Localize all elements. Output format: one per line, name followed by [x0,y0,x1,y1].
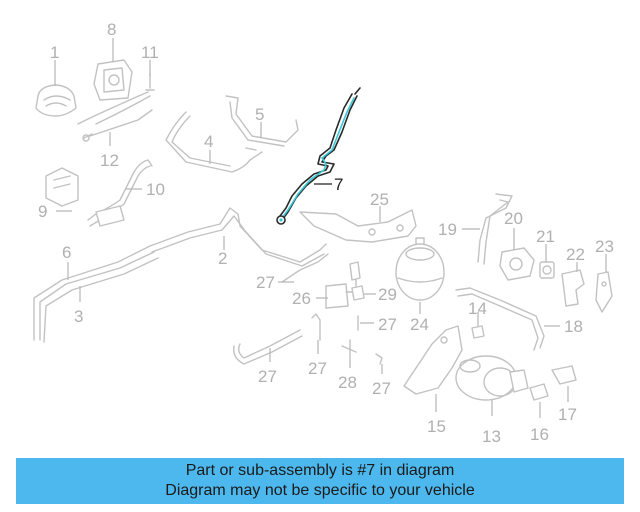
part-10-drawing [87,159,153,227]
part-27c-drawing [233,329,303,365]
callout-20[interactable]: 20 [504,209,523,228]
callout-5[interactable]: 5 [255,105,264,124]
callout-13[interactable]: 13 [482,427,501,446]
part-23-drawing [595,254,613,313]
part-18-drawing [455,287,560,351]
callout-15[interactable]: 15 [427,417,446,436]
callout-7[interactable]: 7 [334,175,343,194]
callout-27-upper[interactable]: 27 [256,273,275,292]
callout-16[interactable]: 16 [530,425,549,444]
callout-23[interactable]: 23 [595,237,614,256]
callout-17[interactable]: 17 [558,405,577,424]
callout-18[interactable]: 18 [564,317,583,336]
part-11-drawing [77,60,155,125]
part-27a-drawing [278,253,329,283]
callout-6[interactable]: 6 [62,243,71,262]
callout-2[interactable]: 2 [218,249,227,268]
part-26-drawing [316,261,361,309]
callout-27-right[interactable]: 27 [378,315,397,334]
part-14-drawing [471,312,485,339]
part-28-drawing [341,339,357,368]
callout-3[interactable]: 3 [74,307,83,326]
parts-diagram: 1 8 11 12 9 10 4 [33,20,614,446]
part-13-drawing [455,355,529,416]
part-27d-drawing [311,313,321,354]
part-19-drawing [462,193,513,265]
part-7-drawing[interactable] [276,87,361,225]
callout-27-left[interactable]: 27 [258,367,277,386]
part-24-drawing [395,237,445,314]
callout-21[interactable]: 21 [536,227,555,246]
callout-26[interactable]: 26 [292,289,311,308]
callout-19[interactable]: 19 [438,220,457,239]
part-2-drawing [149,207,327,267]
callout-28[interactable]: 28 [338,373,357,392]
part-9-drawing [45,167,79,212]
callout-27-mid[interactable]: 27 [308,359,327,378]
part-1-drawing [35,60,77,117]
callout-10[interactable]: 10 [146,180,165,199]
part-15-drawing [403,325,463,412]
part-6-drawing [33,245,159,343]
banner-line-disclaimer: Diagram may not be specific to your vehi… [165,482,475,499]
info-banner: Part or sub-assembly is #7 in diagram Di… [16,458,624,504]
part-17-drawing [551,365,577,402]
callout-8[interactable]: 8 [107,20,116,39]
callout-1[interactable]: 1 [50,43,59,62]
banner-line-part: Part or sub-assembly is #7 in diagram [185,462,455,479]
part-21-drawing [539,244,555,279]
callout-9[interactable]: 9 [38,202,47,221]
callout-27-lower[interactable]: 27 [372,379,391,398]
part-27e-drawing [375,353,383,374]
part-25-drawing [299,206,417,243]
callout-4[interactable]: 4 [204,132,213,151]
part-27b-drawing [357,315,374,331]
callout-29[interactable]: 29 [378,285,397,304]
part-16-drawing [529,383,549,418]
part-12-drawing [82,109,153,146]
part-20-drawing [499,228,535,281]
callout-14[interactable]: 14 [468,299,487,318]
callout-24[interactable]: 24 [410,315,429,334]
callout-11[interactable]: 11 [141,43,159,62]
callout-12[interactable]: 12 [100,151,119,170]
callout-25[interactable]: 25 [370,190,389,209]
part-29-drawing [351,285,376,301]
callout-22[interactable]: 22 [566,245,585,264]
part-22-drawing [561,262,585,307]
part-8-drawing [93,38,133,101]
part-4-drawing [165,111,263,173]
part-5-drawing [225,95,299,147]
